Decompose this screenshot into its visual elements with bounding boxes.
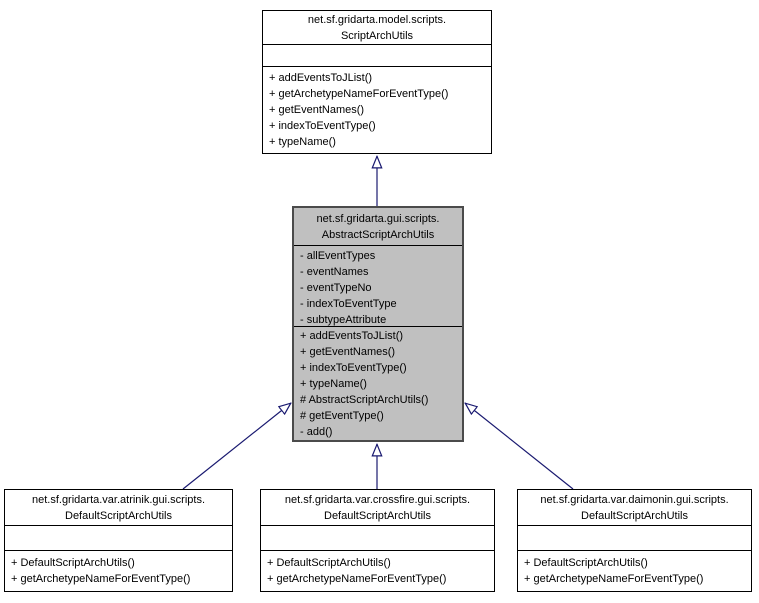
method-label: + getArchetypeNameForEventType() [269,88,449,100]
method-label: + addEventsToJList() [300,330,404,342]
class-name-line: AbstractScriptArchUtils [321,229,435,241]
method-label: # AbstractScriptArchUtils() [300,394,429,406]
class-package-line: net.sf.gridarta.var.daimonin.gui.scripts… [540,494,729,506]
class-title: net.sf.gridarta.var.atrinik.gui.scripts.… [5,490,232,525]
field-label: - indexToEventType [300,298,397,310]
class-package-line: net.sf.gridarta.var.atrinik.gui.scripts. [31,494,205,506]
method-label: + typeName() [269,136,336,148]
class-fields-section: - allEventTypes - eventNames - eventType… [294,245,462,326]
method-label: + typeName() [300,378,367,390]
class-box-atrinik-defaultscriptarchutils[interactable]: net.sf.gridarta.var.atrinik.gui.scripts.… [4,489,233,592]
method-label: - add() [300,426,333,438]
method-label: + indexToEventType() [300,362,407,374]
class-title: net.sf.gridarta.var.daimonin.gui.scripts… [518,490,751,525]
method-label: + getEventNames() [269,104,365,116]
class-name-line: DefaultScriptArchUtils [581,510,688,522]
class-title: net.sf.gridarta.var.crossfire.gui.script… [261,490,494,525]
edge-atrinik-to-abstract [182,403,291,490]
class-name-line: DefaultScriptArchUtils [324,510,431,522]
class-methods-section: + addEventsToJList() + getEventNames() +… [294,326,462,440]
method-label: + addEventsToJList() [269,72,373,84]
method-label: + DefaultScriptArchUtils() [11,557,135,569]
class-box-model-scriptarchutils[interactable]: net.sf.gridarta.model.scripts. ScriptArc… [262,10,492,154]
method-label: + DefaultScriptArchUtils() [524,557,648,569]
field-label: - subtypeAttribute [300,314,387,326]
class-name-line: ScriptArchUtils [340,30,414,42]
class-box-daimonin-defaultscriptarchutils[interactable]: net.sf.gridarta.var.daimonin.gui.scripts… [517,489,752,592]
method-label: + getEventNames() [300,346,396,358]
class-name-line: DefaultScriptArchUtils [65,510,172,522]
edge-daimonin-to-abstract [465,403,574,490]
field-label: - allEventTypes [300,250,376,262]
class-title: net.sf.gridarta.gui.scripts. AbstractScr… [294,208,462,245]
class-methods-section: + DefaultScriptArchUtils() + getArchetyp… [261,550,494,591]
class-package-line: net.sf.gridarta.model.scripts. [307,14,447,26]
method-label: + getArchetypeNameForEventType() [267,573,447,585]
field-label: - eventNames [300,266,369,278]
class-fields-section [518,525,751,550]
field-label: - eventTypeNo [300,282,372,294]
class-box-gui-abstractscriptarchutils: net.sf.gridarta.gui.scripts. AbstractScr… [292,206,464,442]
class-fields-section [263,44,491,66]
class-package-line: net.sf.gridarta.var.crossfire.gui.script… [284,494,471,506]
method-label: + getArchetypeNameForEventType() [11,573,191,585]
method-label: + DefaultScriptArchUtils() [267,557,391,569]
class-fields-section [261,525,494,550]
method-label: # getEventType() [300,410,384,422]
method-label: + indexToEventType() [269,120,376,132]
class-title: net.sf.gridarta.model.scripts. ScriptArc… [263,11,491,44]
class-methods-section: + DefaultScriptArchUtils() + getArchetyp… [5,550,232,591]
class-methods-section: + addEventsToJList() + getArchetypeNameF… [263,66,491,153]
class-box-crossfire-defaultscriptarchutils[interactable]: net.sf.gridarta.var.crossfire.gui.script… [260,489,495,592]
class-package-line: net.sf.gridarta.gui.scripts. [316,213,440,225]
method-label: + getArchetypeNameForEventType() [524,573,704,585]
class-fields-section [5,525,232,550]
class-methods-section: + DefaultScriptArchUtils() + getArchetyp… [518,550,751,591]
